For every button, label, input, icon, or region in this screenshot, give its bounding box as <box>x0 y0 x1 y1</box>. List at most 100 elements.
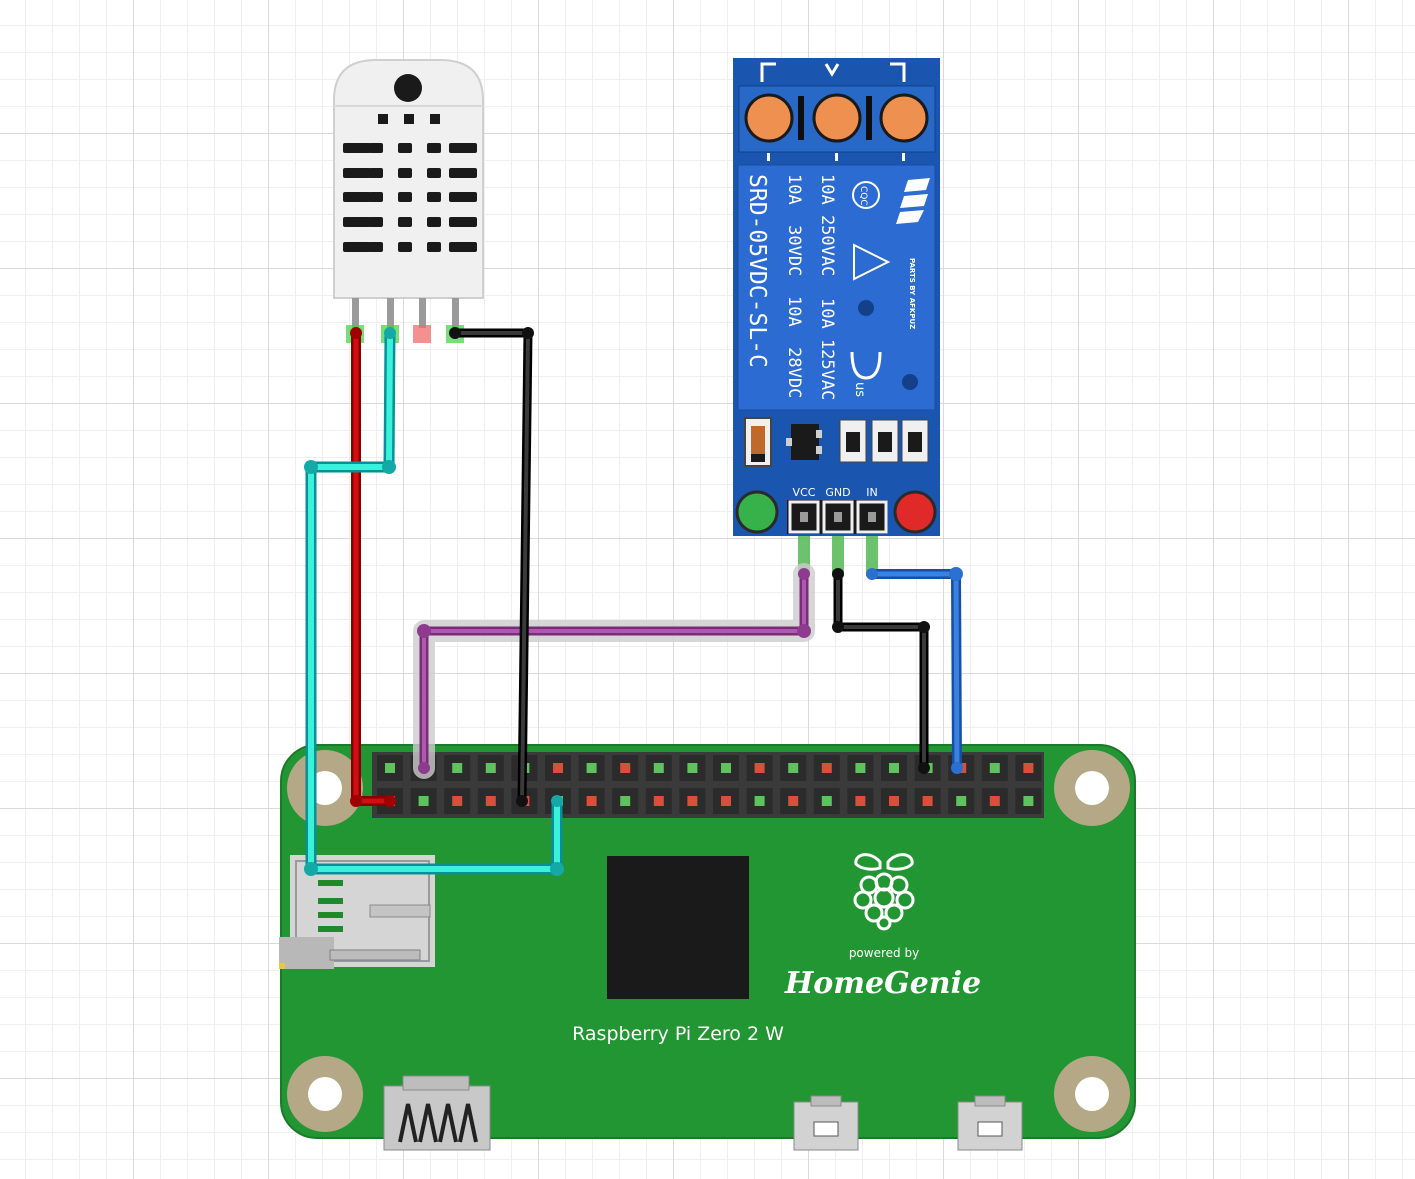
terminal-screw-com[interactable] <box>812 93 862 143</box>
terminal-screw-nc[interactable] <box>879 93 929 143</box>
gpio-pin[interactable] <box>788 796 799 806</box>
grille-slot <box>449 217 477 227</box>
micro-usb-port-power <box>957 1095 1023 1151</box>
tuv-cert-icon <box>853 243 891 281</box>
gpio-pin[interactable] <box>1023 763 1034 773</box>
wires <box>304 327 963 876</box>
grille-slot <box>343 192 371 202</box>
relay-pin-header[interactable] <box>787 500 888 534</box>
gpio-pin[interactable] <box>788 763 799 773</box>
sensor-mount-hole <box>394 74 422 102</box>
raspberry-logo-icon <box>853 853 915 931</box>
gpio-pin[interactable] <box>586 796 597 806</box>
gpio-pin[interactable] <box>956 796 967 806</box>
relay-rating-label-1: 10A 30VDC <box>784 174 804 276</box>
gpio-pin[interactable] <box>586 763 597 773</box>
mounting-hole-bottom-left <box>287 1056 363 1132</box>
relay-dot-1 <box>858 300 874 316</box>
gpio-pin[interactable] <box>754 796 765 806</box>
grille-slot <box>369 217 383 227</box>
relay-rating-label-3: 10A 250VAC <box>817 174 837 276</box>
wire-sensor-gnd[interactable] <box>450 328 533 806</box>
grille-slot <box>449 143 477 153</box>
gpio-pin[interactable] <box>653 763 664 773</box>
grille-slot <box>430 114 440 124</box>
gpio-pin[interactable] <box>855 796 866 806</box>
gpio-pin[interactable] <box>821 763 832 773</box>
relay-pin-in[interactable] <box>866 536 878 576</box>
gpio-pin[interactable] <box>889 796 899 806</box>
gpio-pin[interactable] <box>922 796 933 806</box>
gpio-pin[interactable] <box>889 763 899 773</box>
gpio-pin[interactable] <box>653 796 664 806</box>
grille-slot <box>427 192 441 202</box>
gpio-pin[interactable] <box>452 763 463 773</box>
grille-slot <box>449 242 477 252</box>
gpio-pin[interactable] <box>620 763 631 773</box>
grille-slot <box>398 168 412 178</box>
gpio-pin[interactable] <box>553 763 563 773</box>
grille-slot <box>427 168 441 178</box>
gpio-pin[interactable] <box>989 796 1000 806</box>
relay-smd-components <box>744 417 929 467</box>
relay-pin-label-in: IN <box>866 486 877 499</box>
svg-text:us: us <box>852 382 867 397</box>
gpio-pin[interactable] <box>754 763 765 773</box>
relay-body: SRD-05VDC-SL-C 10A 30VDC 10A 28VDC 10A 2… <box>737 164 936 411</box>
relay-model-label: SRD-05VDC-SL-C <box>744 174 770 368</box>
gpio-pin[interactable] <box>485 763 496 773</box>
raspberry-pi-board[interactable]: powered by HomeGenie Raspberry Pi Zero 2… <box>279 744 1136 1151</box>
relay-rating-label-4: 10A 125VAC <box>817 298 837 400</box>
screw-terminal[interactable] <box>738 62 936 161</box>
gpio-pin[interactable] <box>855 763 866 773</box>
relay-rating-label-2: 10A 28VDC <box>784 296 804 398</box>
gpio-pin[interactable] <box>418 796 429 806</box>
sensor-pin-nc[interactable] <box>413 325 431 343</box>
powered-by-label: powered by <box>849 946 919 960</box>
relay-module[interactable]: SRD-05VDC-SL-C 10A 30VDC 10A 28VDC 10A 2… <box>733 58 940 576</box>
power-led-green <box>735 490 779 534</box>
dht22-sensor[interactable] <box>333 59 484 343</box>
grille-slot <box>343 168 371 178</box>
terminal-screw-no[interactable] <box>744 93 794 143</box>
grille-slot <box>343 217 371 227</box>
gpio-pin[interactable] <box>687 796 698 806</box>
gpio-pin[interactable] <box>821 796 832 806</box>
wire-relay-in[interactable] <box>867 569 962 773</box>
manufacturer-logo-icon <box>896 178 930 224</box>
grille-slot <box>404 114 414 124</box>
relay-dot-2 <box>902 374 918 390</box>
grille-slot <box>427 217 441 227</box>
wire-relay-gnd[interactable] <box>833 569 929 773</box>
cqc-cert-icon: CQC <box>852 181 880 209</box>
grille-slot <box>369 192 383 202</box>
sensor-grille <box>343 114 477 252</box>
manufacturer-label: PARTS BY AFKPUZ <box>908 258 916 329</box>
grille-slot <box>343 242 371 252</box>
grille-slot <box>449 192 477 202</box>
gpio-pin[interactable] <box>620 796 631 806</box>
grille-slot <box>378 114 388 124</box>
gpio-pin[interactable] <box>1023 796 1034 806</box>
grille-slot <box>343 143 371 153</box>
brand-logo-text: HomeGenie <box>784 966 981 1001</box>
gpio-pin[interactable] <box>485 796 496 806</box>
gpio-pin[interactable] <box>385 763 395 773</box>
grille-slot <box>369 168 383 178</box>
gpio-pin[interactable] <box>452 796 463 806</box>
mounting-hole-bottom-right <box>1054 1056 1130 1132</box>
relay-pin-gnd[interactable] <box>832 536 844 576</box>
wire-relay-vcc[interactable] <box>419 569 809 773</box>
gpio-pin[interactable] <box>687 763 698 773</box>
ul-cert-icon: us <box>850 351 882 397</box>
gpio-pin[interactable] <box>721 763 731 773</box>
grille-slot <box>369 242 383 252</box>
micro-usb-port-data <box>793 1095 859 1151</box>
gpio-header[interactable] <box>372 752 1044 818</box>
relay-pin-label-vcc: VCC <box>793 486 816 499</box>
grille-slot <box>398 143 412 153</box>
gpio-pin[interactable] <box>721 796 731 806</box>
grille-slot <box>449 168 477 178</box>
gpio-pin[interactable] <box>989 763 1000 773</box>
